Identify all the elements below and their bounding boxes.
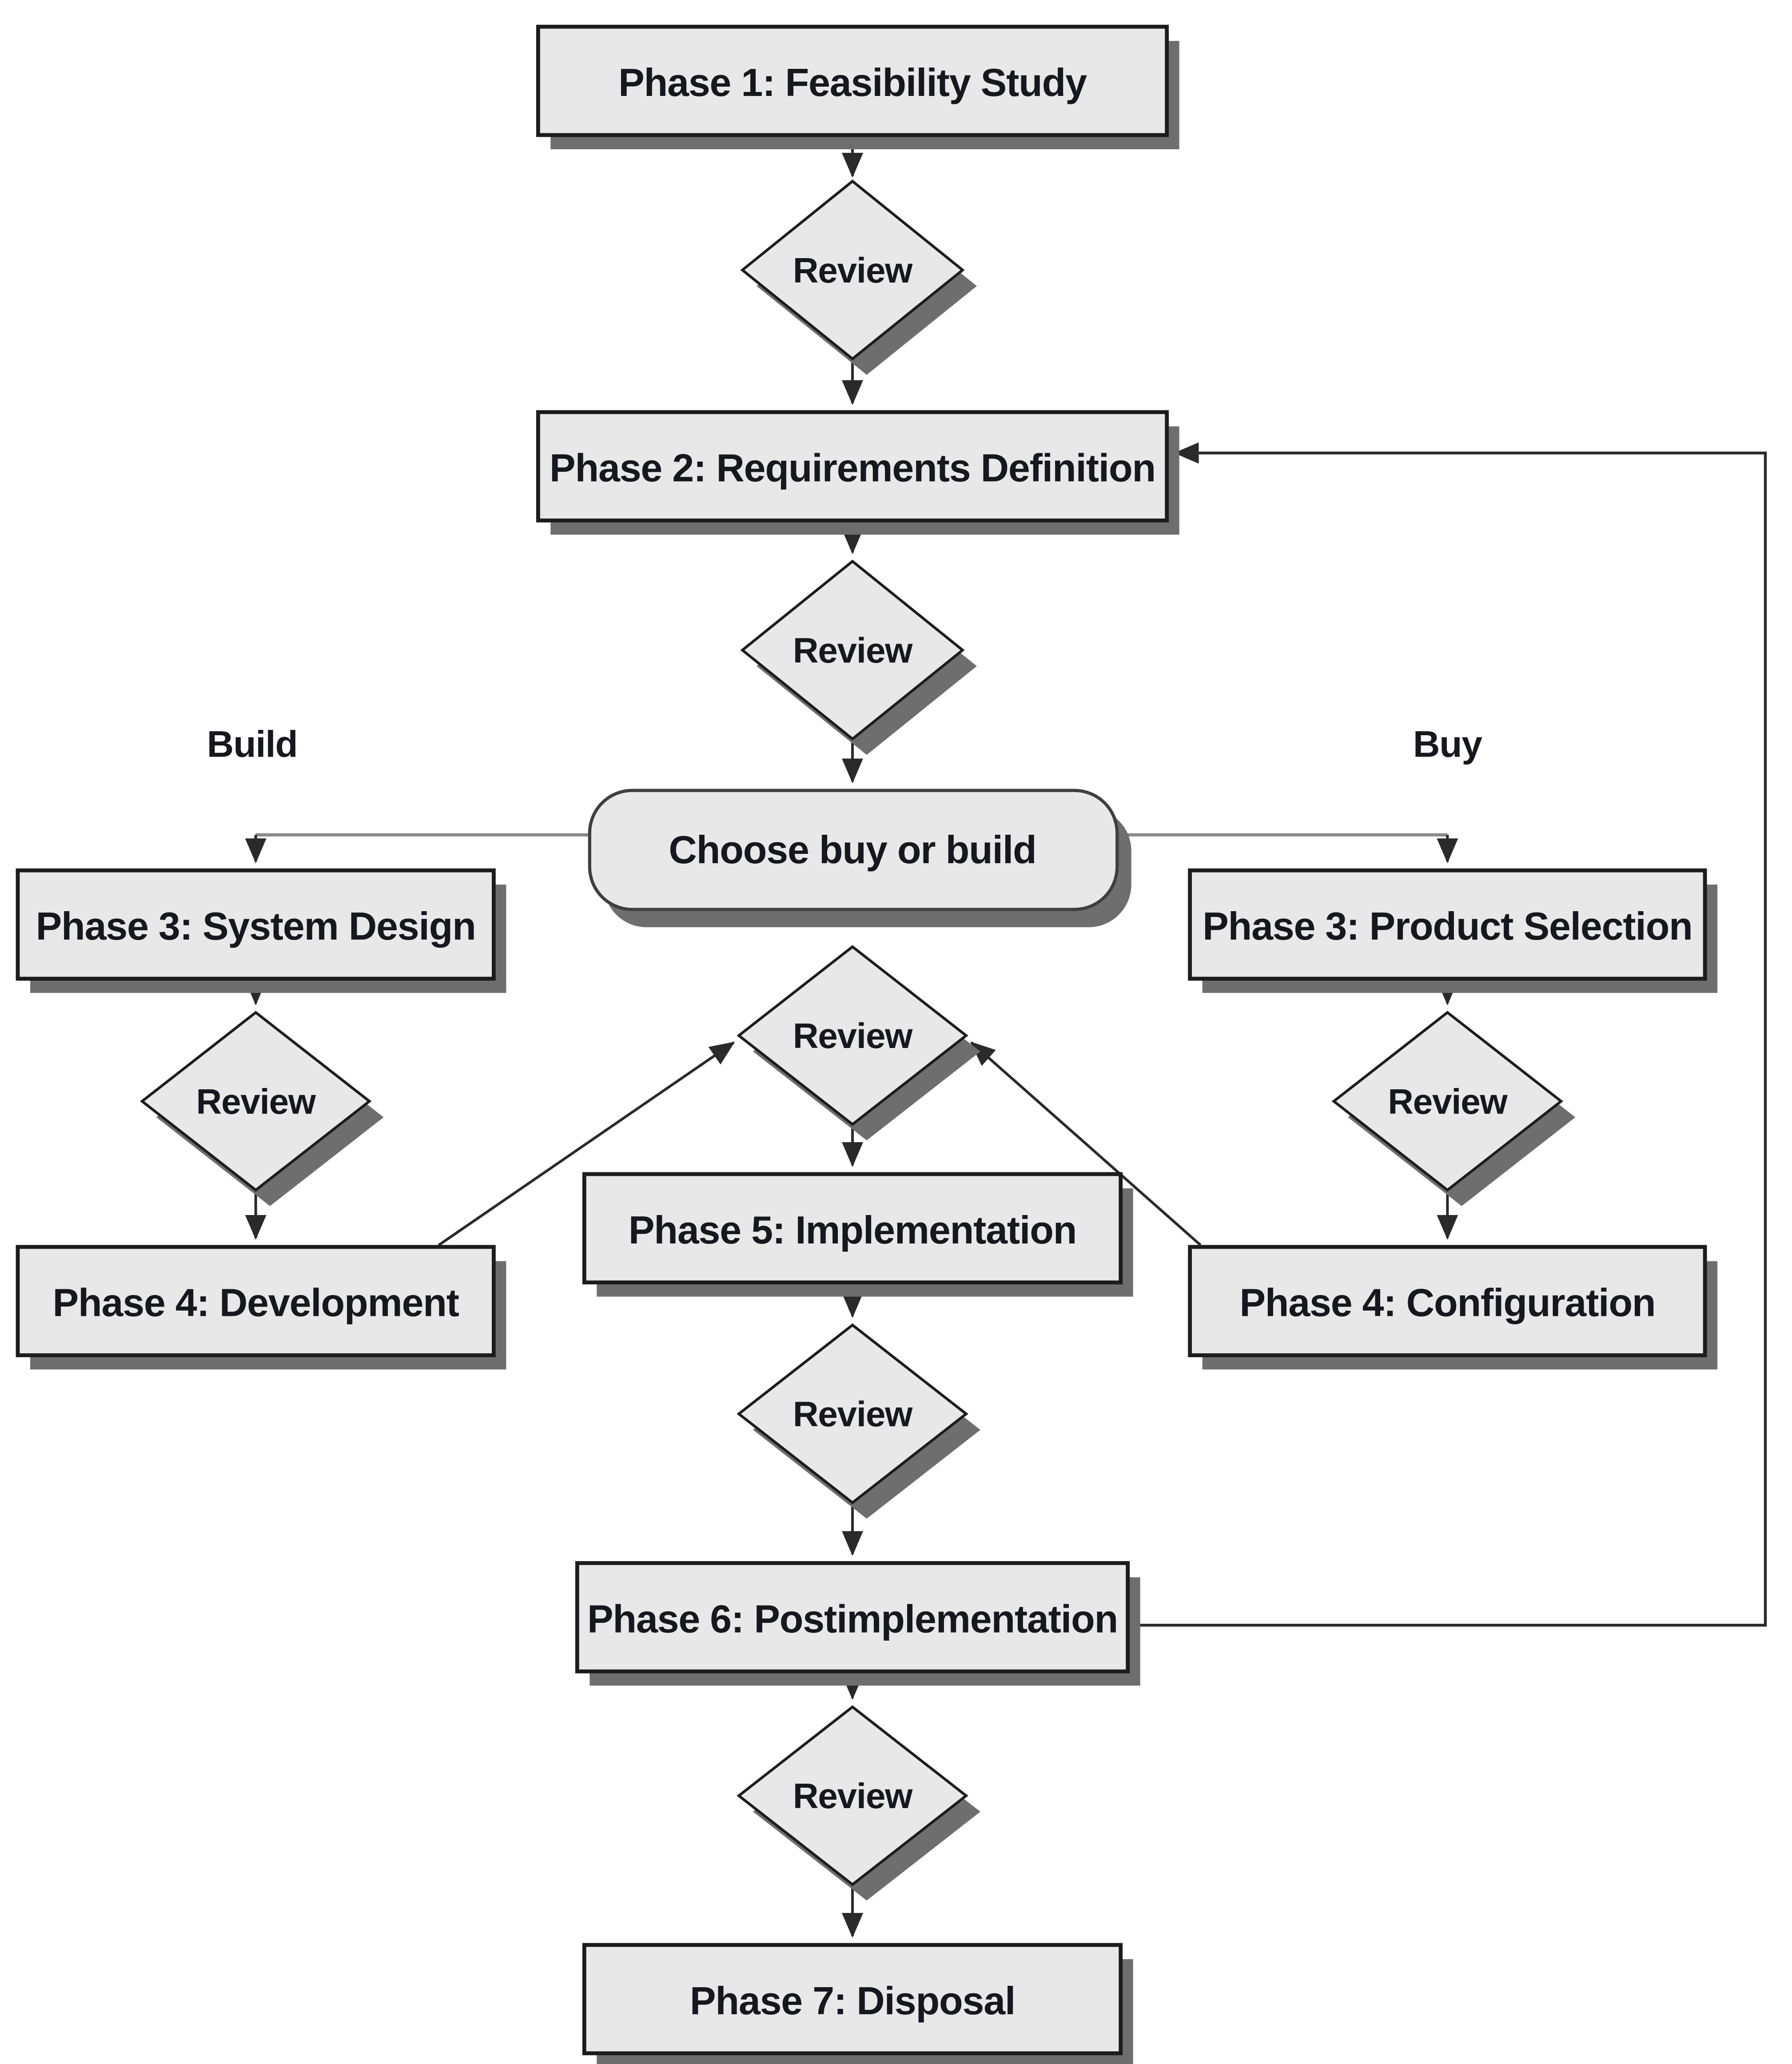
node-phase6: Phase 6: Postimplementation (575, 1561, 1140, 1686)
node-phase4-development: Phase 4: Development (16, 1245, 506, 1370)
node-review6: Review (737, 1705, 980, 1901)
node-phase4-configuration: Phase 4: Configuration (1188, 1245, 1718, 1370)
node-phase3-product-selection: Phase 3: Product Selection (1188, 868, 1718, 993)
node-phase3-system-design: Phase 3: System Design (16, 868, 506, 993)
review-build-label: Review (196, 1082, 316, 1121)
choose-shape (588, 789, 1119, 911)
phase1-label: Phase 1: Feasibility Study (618, 60, 1087, 104)
review2-label: Review (793, 630, 913, 670)
phase3-build-label: Phase 3: System Design (36, 904, 476, 948)
review-center-diamond (737, 945, 968, 1126)
phase4-build-box (16, 1245, 496, 1358)
node-phase7: Phase 7: Disposal (582, 1943, 1133, 2064)
review-center-label: Review (793, 1016, 913, 1056)
node-choose-buy-or-build: Choose buy or build (588, 789, 1131, 928)
node-phase2: Phase 2: Requirements Definition (536, 410, 1179, 535)
phase4-build-label: Phase 4: Development (53, 1281, 459, 1325)
node-phase1: Phase 1: Feasibility Study (536, 24, 1179, 149)
phase5-box (582, 1172, 1123, 1285)
review-buy-label: Review (1388, 1082, 1508, 1121)
phase2-label: Phase 2: Requirements Definition (550, 446, 1155, 490)
review5-label: Review (793, 1395, 913, 1434)
node-review1: Review (740, 179, 977, 375)
phase4-buy-label: Phase 4: Configuration (1239, 1281, 1655, 1325)
branch-label-build: Build (207, 723, 298, 765)
phase6-box (575, 1561, 1130, 1674)
phase7-label: Phase 7: Disposal (690, 1979, 1015, 2023)
node-review-build: Review (139, 1011, 384, 1206)
phase3-buy-box (1188, 868, 1707, 981)
phase5-label: Phase 5: Implementation (629, 1208, 1076, 1252)
branch-label-buy: Buy (1413, 723, 1482, 765)
review5-diamond (737, 1323, 968, 1505)
review-build-diamond (139, 1011, 372, 1192)
review1-label: Review (793, 251, 913, 290)
phase6-label: Phase 6: Postimplementation (587, 1597, 1118, 1641)
review-buy-diamond (1331, 1011, 1564, 1192)
phase4-buy-box (1188, 1245, 1707, 1358)
review1-diamond (740, 179, 965, 361)
edge-phase4buy-to-reviewcenter (970, 1041, 1202, 1247)
phase7-box (582, 1943, 1123, 2056)
phase3-buy-label: Phase 3: Product Selection (1203, 904, 1692, 948)
phase3-build-box (16, 868, 496, 981)
node-review2: Review (740, 559, 977, 755)
node-review5: Review (737, 1323, 980, 1519)
choose-label: Choose buy or build (669, 828, 1036, 872)
edge-phase6-to-phase2-feedback (1127, 442, 1767, 1627)
edge-phase4build-to-reviewcenter (438, 1041, 735, 1247)
phase1-box (536, 24, 1169, 137)
review6-diamond (737, 1705, 968, 1886)
review6-label: Review (793, 1776, 913, 1816)
node-review-buy: Review (1331, 1011, 1576, 1206)
phase2-box (536, 410, 1169, 522)
review2-diamond (740, 559, 965, 741)
node-phase5: Phase 5: Implementation (582, 1172, 1133, 1297)
node-review-center: Review (737, 945, 980, 1140)
